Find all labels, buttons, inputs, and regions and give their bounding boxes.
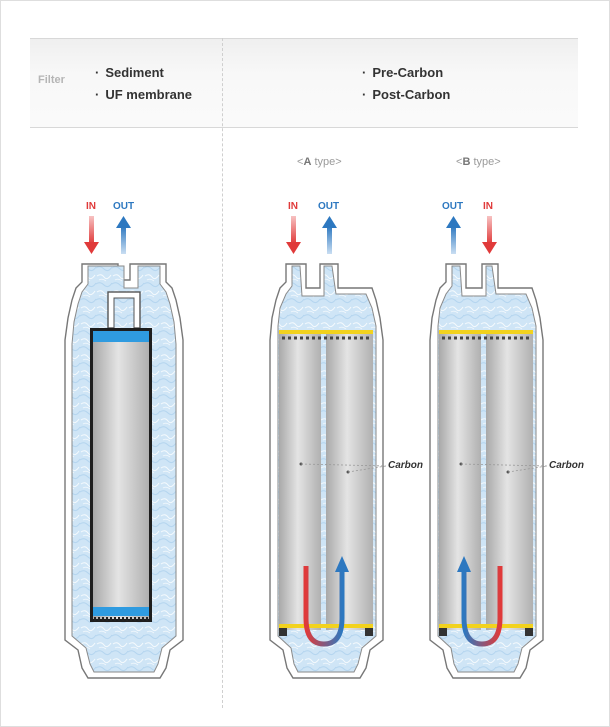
in-arrow-shaft	[487, 216, 492, 244]
type-letter: A	[303, 156, 312, 168]
column-divider	[222, 38, 223, 708]
out-arrow-head	[322, 216, 337, 228]
carbon-leader-a	[300, 463, 387, 473]
bullet: ·	[95, 65, 100, 80]
a-out-label: OUT	[318, 201, 340, 212]
carbon-filter-type-b	[429, 263, 548, 679]
filter-label: Filter	[38, 74, 65, 86]
in-arrow-head	[286, 242, 301, 254]
type-letter: B	[462, 156, 471, 168]
left-in-label: IN	[86, 201, 96, 212]
in-arrow-shaft	[291, 216, 296, 244]
top-seal	[439, 330, 533, 334]
filter-item-sediment: · Sediment	[95, 65, 164, 80]
type-b-label: <B type>	[456, 156, 501, 168]
flow-u-arrowhead	[457, 556, 471, 572]
filter-item-label: Sediment	[105, 65, 164, 80]
flow-u-arrow	[461, 566, 503, 647]
carbon-label-a: Carbon	[388, 460, 423, 471]
carbon-filter-type-a	[269, 263, 387, 679]
filter-item-uf-membrane: · UF membrane	[95, 87, 192, 102]
out-arrow-shaft	[327, 226, 332, 254]
bullet: ·	[362, 65, 367, 80]
left-out-label: OUT	[113, 201, 135, 212]
uf-bottom-cap	[93, 607, 149, 616]
filter-item-label: Pre-Carbon	[372, 65, 444, 80]
filter-item-label: Post-Carbon	[372, 87, 451, 102]
in-arrow-shaft	[89, 216, 94, 244]
carbon-label-b: Carbon	[549, 460, 584, 471]
filter-item-pre-carbon: · Pre-Carbon	[362, 65, 443, 80]
type-prefix: <	[297, 156, 304, 168]
out-arrow-shaft	[121, 226, 126, 254]
bullet: ·	[362, 87, 367, 102]
bottom-seal	[279, 624, 373, 628]
bottom-seal	[439, 624, 533, 628]
bottom-clip-left	[279, 628, 287, 636]
top-seal	[279, 330, 373, 334]
flow-u-arrowhead	[335, 556, 349, 572]
in-arrow-head	[84, 242, 99, 254]
bottom-clip-right	[365, 628, 373, 636]
post-carbon-block	[486, 332, 533, 630]
out-arrow-head	[446, 216, 461, 228]
type-suffix: type>	[311, 156, 342, 168]
sediment-uf-filter	[64, 263, 184, 679]
type-a-label: <A type>	[297, 156, 342, 168]
pre-carbon-block	[279, 332, 321, 630]
out-arrow-shaft	[451, 226, 456, 254]
uf-membrane	[93, 331, 149, 619]
type-prefix: <	[456, 156, 463, 168]
filter-item-post-carbon: · Post-Carbon	[362, 87, 450, 102]
out-arrow-head	[116, 216, 131, 228]
a-in-label: IN	[288, 201, 298, 212]
pre-carbon-block	[439, 332, 481, 630]
bottom-clip-left	[439, 628, 447, 636]
b-in-label: IN	[483, 201, 493, 212]
flow-u-arrow	[303, 566, 345, 647]
post-carbon-block	[326, 332, 373, 630]
uf-outlet-channel	[113, 297, 135, 331]
in-arrow-head	[482, 242, 497, 254]
bullet: ·	[95, 87, 100, 102]
type-suffix: type>	[470, 156, 501, 168]
filter-header	[30, 38, 578, 128]
uf-top-cap	[93, 331, 149, 342]
carbon-leader-b	[460, 463, 548, 473]
filter-item-label: UF membrane	[105, 87, 193, 102]
b-out-label: OUT	[442, 201, 464, 212]
bottom-clip-right	[525, 628, 533, 636]
